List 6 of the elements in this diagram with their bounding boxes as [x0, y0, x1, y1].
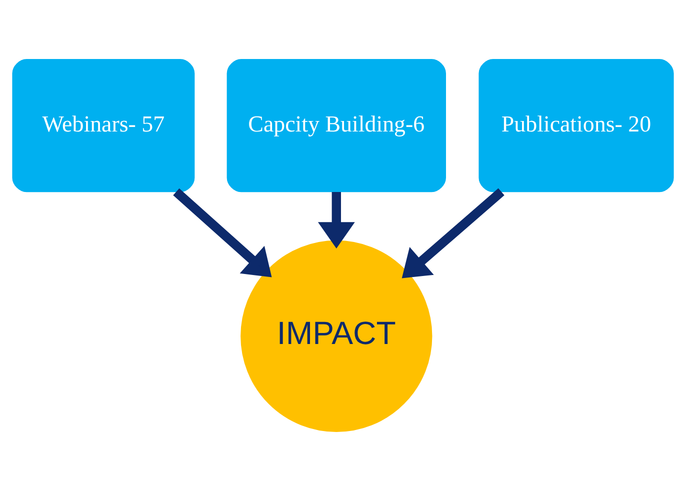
node-box: Publications- 20 — [478, 58, 674, 192]
arrow — [173, 188, 272, 277]
arrow — [402, 188, 504, 278]
node-box: Capcity Building-6 — [226, 58, 446, 192]
node-box: Webinars- 57 — [12, 58, 195, 192]
arrow — [318, 192, 355, 248]
